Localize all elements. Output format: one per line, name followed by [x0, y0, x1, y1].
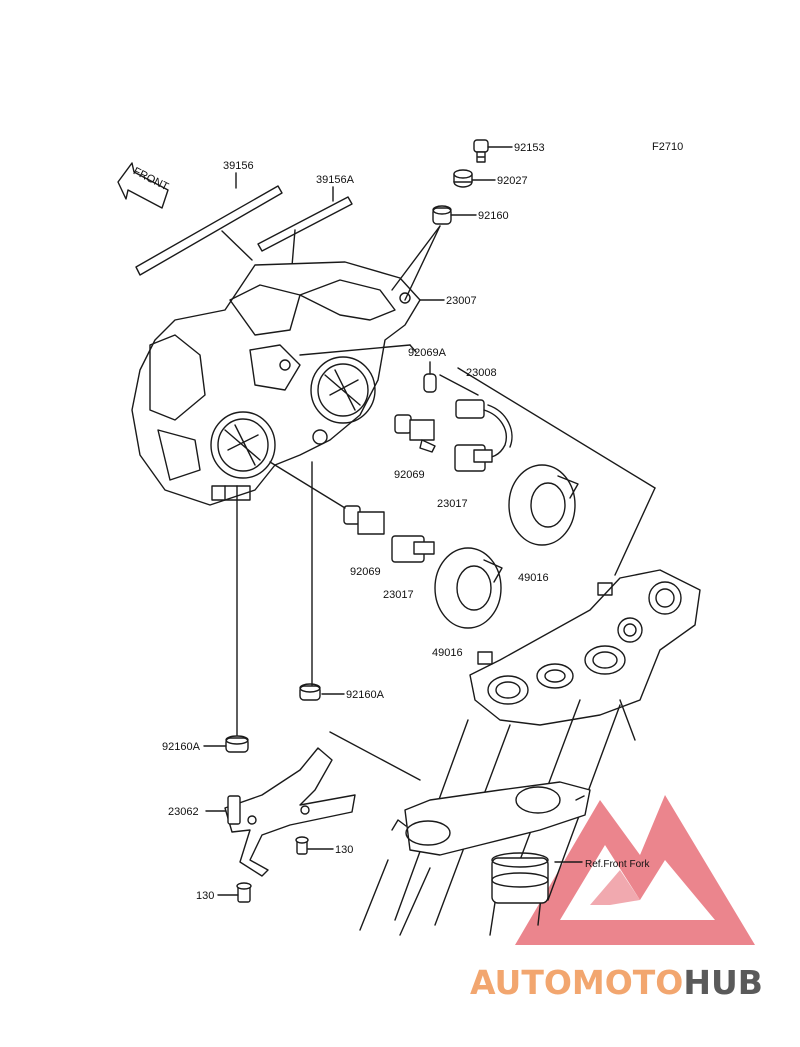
socket-23017-lower [391, 535, 435, 563]
bulb-92069-upper [394, 414, 436, 453]
ref-front-fork-label: Ref.Front Fork [585, 859, 650, 870]
label-92160-top: 92160 [478, 210, 509, 222]
label-92069A: 92069A [408, 347, 447, 359]
seal-49016-right [508, 464, 579, 546]
watermark-brand: AUTOMOTOHUB [470, 963, 763, 1002]
headlight-housing [131, 261, 421, 506]
label-23007: 23007 [446, 295, 477, 307]
label-92160A-left: 92160A [162, 741, 201, 753]
label-130-left: 130 [196, 890, 214, 902]
label-92153: 92153 [514, 142, 545, 154]
bolt-130-right [295, 836, 309, 855]
bulb-92069-lower [343, 505, 385, 535]
bolt-130-left [236, 882, 252, 903]
bracket-23062 [224, 747, 356, 877]
bolt-92153 [473, 139, 489, 163]
label-39156A: 39156A [316, 174, 355, 186]
label-49016-left: 49016 [432, 647, 463, 659]
strip-39156 [135, 172, 283, 276]
label-92160A-right: 92160A [346, 689, 385, 701]
grommet-92160A-right [299, 683, 321, 701]
watermark-logo-icon [515, 795, 755, 945]
label-49016-right: 49016 [518, 572, 549, 584]
collar-92027 [453, 169, 473, 188]
label-23062: 23062 [168, 806, 199, 818]
watermark-brand-part2: HUB [683, 963, 763, 1002]
watermark-brand-part1: AUTOMOTO [470, 963, 683, 1002]
grommet-92160A-left [225, 735, 249, 753]
label-130-right: 130 [335, 844, 353, 856]
label-23017-lower: 23017 [383, 589, 414, 601]
front-fork-assembly [359, 569, 701, 936]
bulb-92069A [423, 361, 437, 393]
figure-code: F2710 [652, 141, 683, 153]
label-92027: 92027 [497, 175, 528, 187]
label-23008: 23008 [466, 367, 497, 379]
label-23017-upper: 23017 [437, 498, 468, 510]
socket-23017-upper [454, 444, 493, 472]
label-92069-upper: 92069 [394, 469, 425, 481]
grommet-92160 [432, 205, 452, 225]
front-arrow-icon [117, 162, 169, 209]
label-39156: 39156 [223, 160, 254, 172]
seal-49016-left [434, 547, 503, 629]
label-92069-lower: 92069 [350, 566, 381, 578]
